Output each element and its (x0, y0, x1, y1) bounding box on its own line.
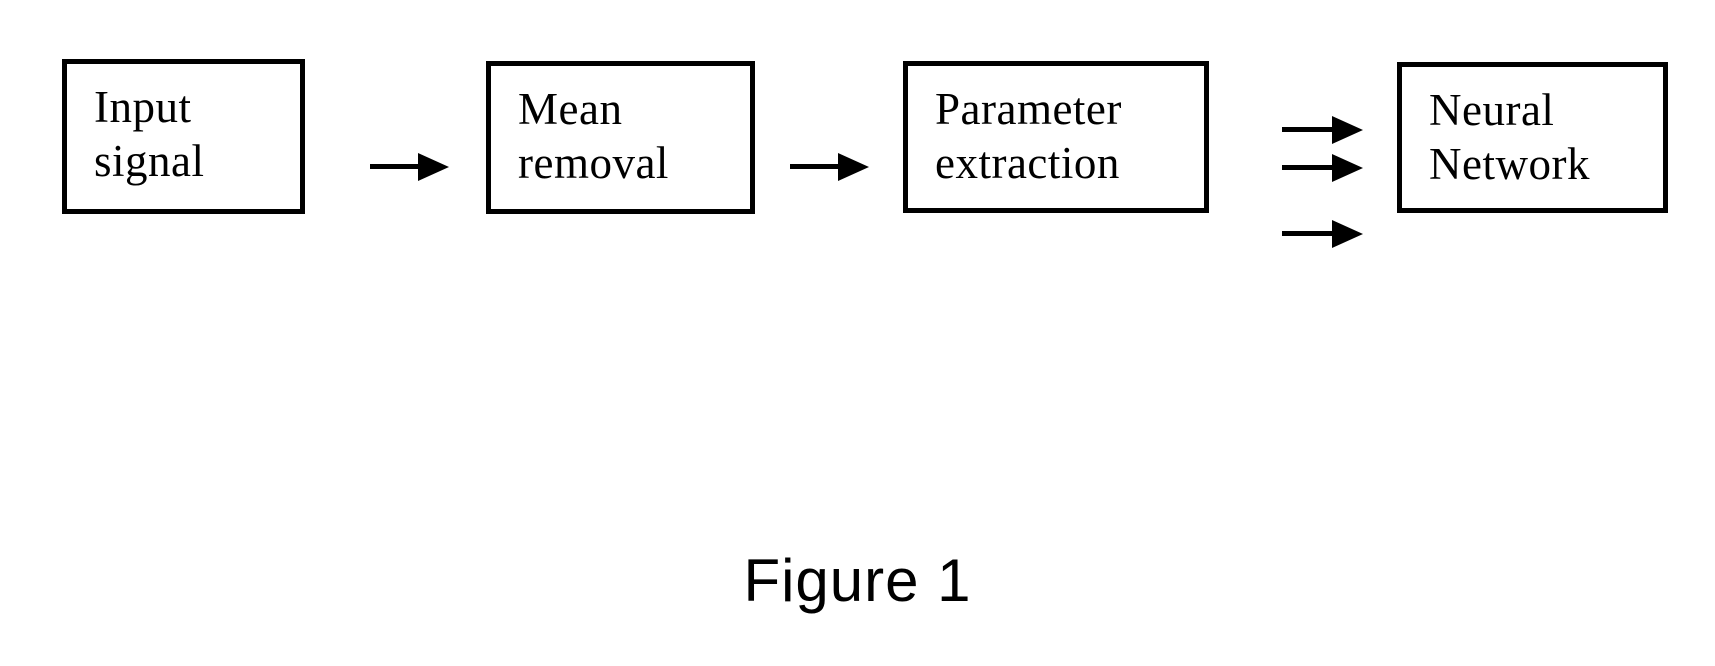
node-input-signal: Input signal (62, 59, 305, 214)
node-input-signal-label: Input signal (94, 82, 205, 186)
node-parameter-extraction-label: Parameter extraction (935, 84, 1122, 188)
figure-caption: Figure 1 (743, 547, 972, 614)
node-parameter-extraction: Parameter extraction (903, 61, 1209, 213)
node-mean-removal-label: Mean removal (518, 84, 669, 188)
arrow-parameter-to-neural-1 (1282, 127, 1332, 132)
node-neural-network-label: Neural Network (1429, 85, 1590, 189)
node-neural-network: Neural Network (1397, 62, 1668, 213)
arrow-mean-to-parameter (790, 164, 838, 169)
node-mean-removal: Mean removal (486, 61, 755, 214)
arrow-parameter-to-neural-3 (1282, 231, 1332, 236)
arrow-parameter-to-neural-2 (1282, 165, 1332, 170)
arrow-input-to-mean (370, 164, 418, 169)
